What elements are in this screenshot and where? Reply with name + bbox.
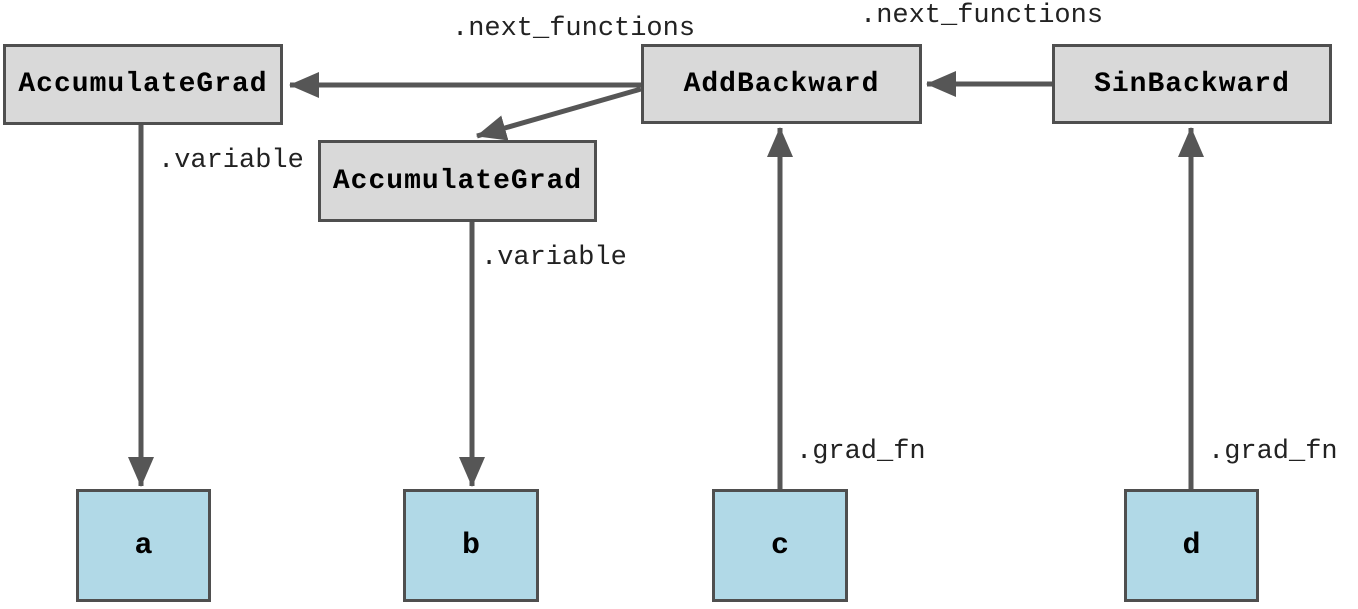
node-accumulate-grad-1: AccumulateGrad: [3, 44, 283, 125]
node-variable-c: c: [712, 489, 848, 602]
edge-label-grad-fn-d: .grad_fn: [1208, 437, 1338, 467]
node-variable-d-label: d: [1182, 528, 1201, 563]
node-variable-b-label: b: [461, 528, 480, 563]
edge-label-variable-1: .variable: [158, 146, 304, 176]
node-accumulate-grad-2: AccumulateGrad: [318, 140, 597, 222]
edge-label-next-functions-2: .next_functions: [860, 1, 1104, 31]
arrow-addbackward-to-accumulategrad2: [476, 86, 642, 141]
node-variable-a-label: a: [134, 528, 153, 563]
node-variable-a: a: [76, 489, 211, 602]
node-sin-backward-label: SinBackward: [1094, 68, 1290, 100]
node-variable-b: b: [403, 489, 539, 602]
node-accumulate-grad-1-label: AccumulateGrad: [18, 69, 268, 100]
node-add-backward: AddBackward: [641, 44, 922, 124]
node-accumulate-grad-2-label: AccumulateGrad: [332, 165, 583, 197]
node-add-backward-label: AddBackward: [683, 68, 880, 100]
node-variable-c-label: c: [770, 528, 789, 563]
node-variable-d: d: [1124, 489, 1259, 602]
node-sin-backward: SinBackward: [1052, 44, 1332, 124]
edge-label-grad-fn-c: .grad_fn: [796, 437, 926, 467]
edge-label-next-functions-1: .next_functions: [452, 14, 696, 44]
edge-label-variable-2: .variable: [481, 243, 627, 273]
